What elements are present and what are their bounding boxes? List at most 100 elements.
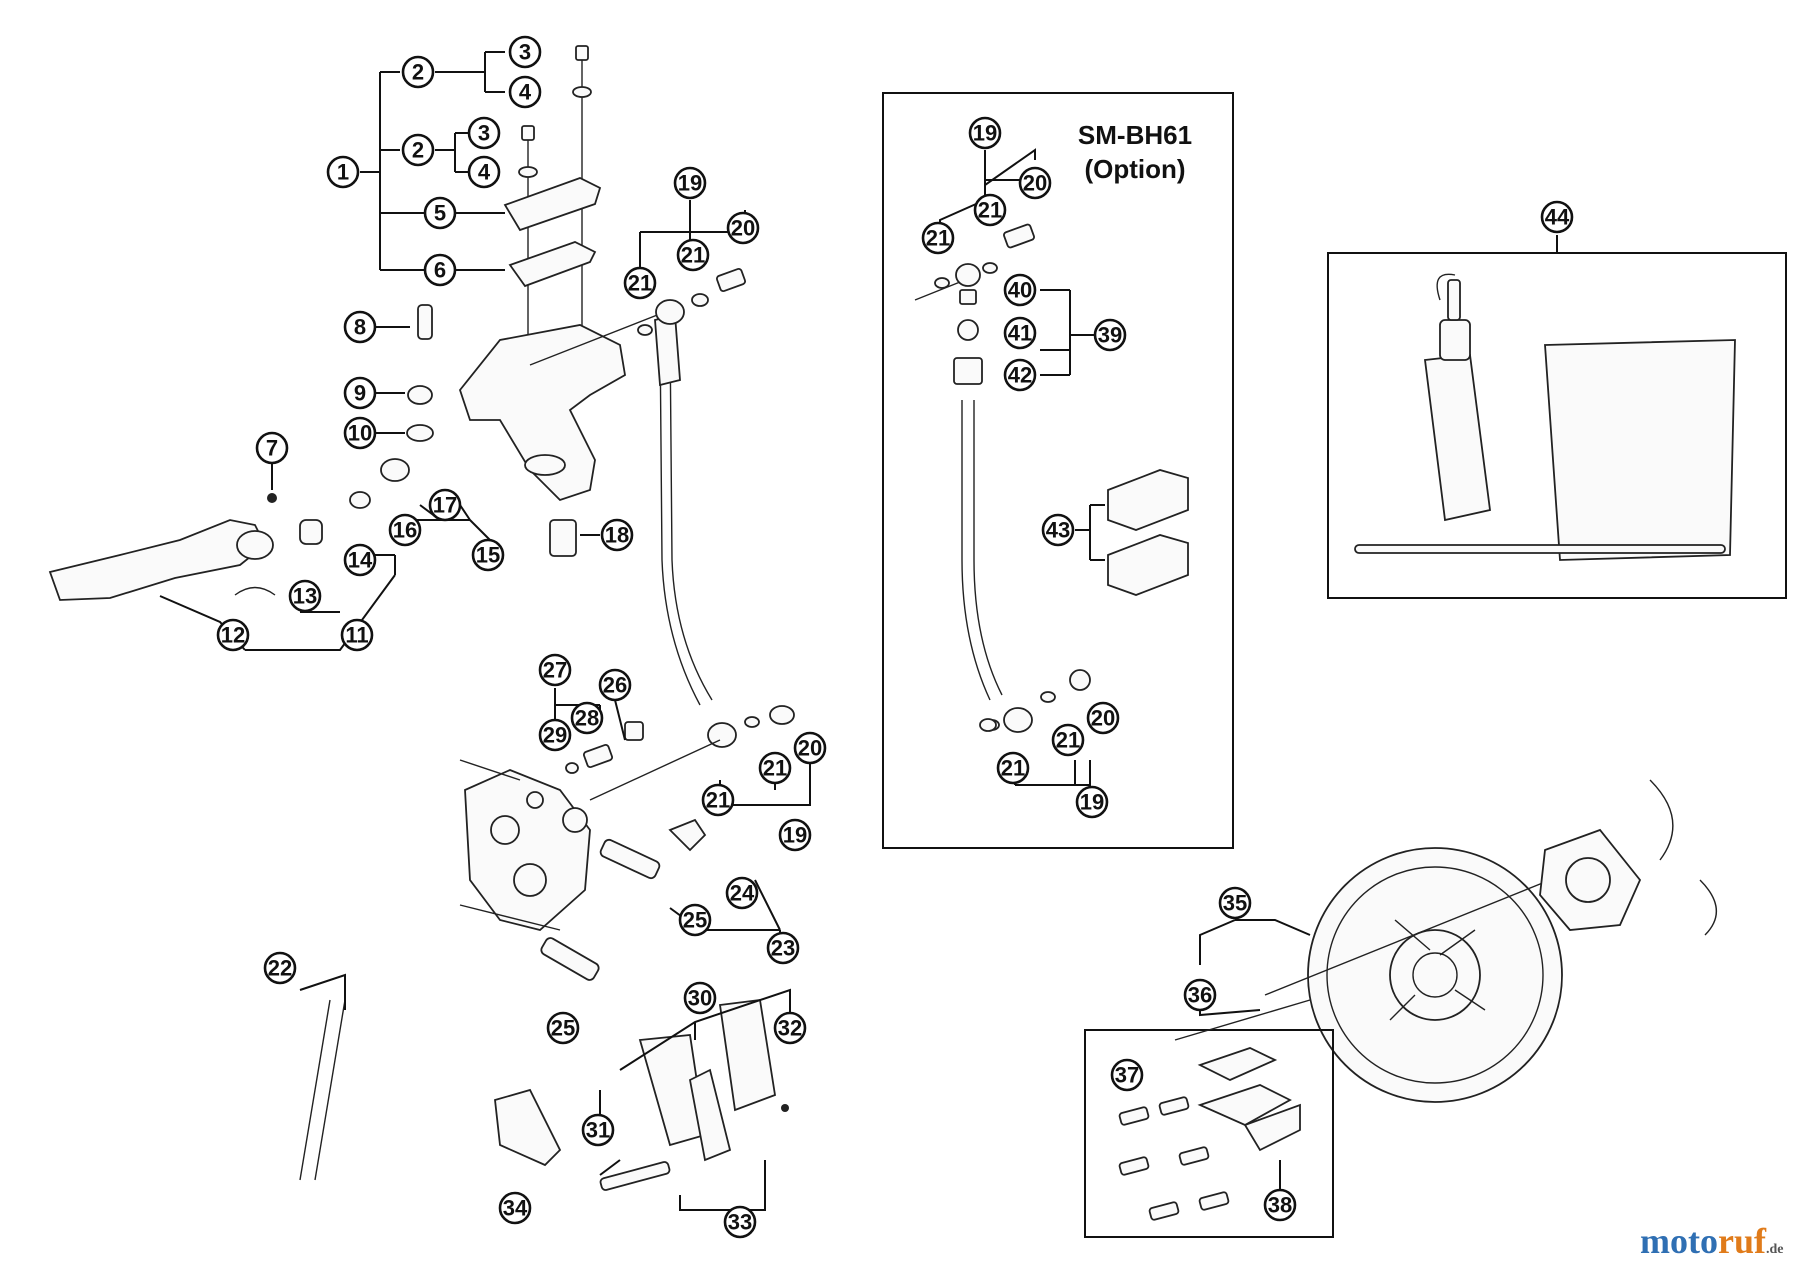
svg-text:30: 30 — [688, 986, 712, 1011]
bleed-kit-parts — [1354, 273, 1736, 561]
svg-text:33: 33 — [728, 1210, 752, 1235]
svg-text:20: 20 — [731, 216, 755, 241]
label-30: 30 — [683, 981, 717, 1015]
label-4a: 4 — [508, 75, 542, 109]
label-6: 6 — [423, 253, 457, 287]
lever-assembly-leader-lines — [159, 51, 600, 651]
svg-text:11: 11 — [345, 623, 368, 648]
label-13: 13 — [288, 579, 322, 613]
svg-text:19: 19 — [678, 171, 702, 196]
option-box — [882, 92, 1234, 849]
label-32: 32 — [773, 1011, 807, 1045]
svg-text:27: 27 — [543, 658, 567, 683]
svg-text:4: 4 — [478, 160, 491, 185]
svg-text:20: 20 — [798, 736, 822, 761]
label-25b: 25 — [546, 1011, 580, 1045]
svg-text:16: 16 — [393, 518, 417, 543]
svg-text:39: 39 — [1098, 323, 1122, 348]
lever-parts — [48, 45, 626, 601]
watermark-logo: motoruf.de — [1640, 1220, 1783, 1262]
label-2a: 2 — [401, 55, 435, 89]
svg-text:32: 32 — [778, 1016, 802, 1041]
label-28: 28 — [570, 701, 604, 735]
svg-text:21: 21 — [706, 788, 730, 813]
hose-leader-lines-19a — [639, 200, 746, 270]
svg-text:21: 21 — [926, 226, 950, 251]
svg-text:21: 21 — [628, 271, 652, 296]
svg-text:12: 12 — [221, 623, 245, 648]
label-21e: 21 — [973, 193, 1007, 227]
svg-text:1: 1 — [337, 160, 349, 185]
label-36: 36 — [1183, 978, 1217, 1012]
label-3a: 3 — [508, 35, 542, 69]
label-35: 35 — [1218, 886, 1252, 920]
option-box-parts — [914, 223, 1189, 733]
label-21g: 21 — [1051, 723, 1085, 757]
label-31: 31 — [581, 1113, 615, 1147]
label-23: 23 — [766, 931, 800, 965]
watermark-suffix: .de — [1765, 1242, 1784, 1257]
svg-text:3: 3 — [478, 121, 490, 146]
label-34: 34 — [498, 1191, 532, 1225]
label-15: 15 — [471, 538, 505, 572]
label-1: 1 — [326, 155, 360, 189]
svg-text:21: 21 — [681, 243, 705, 268]
svg-text:21: 21 — [978, 198, 1002, 223]
label-4b: 4 — [467, 155, 501, 189]
label-19c: 19 — [968, 116, 1002, 150]
brake-hose — [529, 267, 795, 748]
svg-text:41: 41 — [1008, 321, 1032, 346]
svg-text:40: 40 — [1008, 278, 1032, 303]
label-29: 29 — [538, 718, 572, 752]
svg-text:8: 8 — [354, 315, 366, 340]
svg-text:29: 29 — [543, 723, 567, 748]
svg-text:43: 43 — [1046, 518, 1070, 543]
label-26: 26 — [598, 668, 632, 702]
label-20b: 20 — [793, 731, 827, 765]
label-16: 16 — [388, 513, 422, 547]
svg-text:21: 21 — [1001, 756, 1025, 781]
label-21h: 21 — [996, 751, 1030, 785]
svg-text:24: 24 — [730, 881, 755, 906]
label-21b: 21 — [623, 266, 657, 300]
svg-text:2: 2 — [412, 60, 424, 85]
label-21f: 21 — [921, 221, 955, 255]
label-27: 27 — [538, 653, 572, 687]
svg-text:34: 34 — [503, 1196, 528, 1221]
svg-text:13: 13 — [293, 584, 317, 609]
svg-text:19: 19 — [783, 823, 807, 848]
option-box-title: SM-BH61 — [1078, 120, 1192, 150]
label-7: 7 — [255, 431, 289, 465]
watermark-part1: moto — [1640, 1221, 1718, 1261]
svg-text:28: 28 — [575, 706, 599, 731]
label-20c: 20 — [1018, 166, 1052, 200]
svg-text:36: 36 — [1188, 983, 1212, 1008]
svg-text:20: 20 — [1023, 171, 1047, 196]
svg-text:10: 10 — [348, 421, 372, 446]
label-38: 38 — [1263, 1188, 1297, 1222]
label-3b: 3 — [467, 116, 501, 150]
svg-text:18: 18 — [605, 523, 629, 548]
svg-text:31: 31 — [586, 1118, 610, 1143]
label-20a: 20 — [726, 211, 760, 245]
svg-text:2: 2 — [412, 138, 424, 163]
label-5: 5 — [423, 196, 457, 230]
label-10: 10 — [343, 416, 377, 450]
label-24: 24 — [725, 876, 759, 910]
caliper-parts — [299, 721, 789, 1191]
svg-text:44: 44 — [1545, 205, 1570, 230]
svg-text:3: 3 — [519, 40, 531, 65]
svg-text:23: 23 — [771, 936, 795, 961]
option-box-leader-lines — [939, 148, 1105, 786]
svg-text:17: 17 — [433, 493, 457, 518]
svg-text:25: 25 — [683, 908, 707, 933]
label-17: 17 — [428, 488, 462, 522]
label-21c: 21 — [758, 751, 792, 785]
label-18: 18 — [600, 518, 634, 552]
rotor-and-hub — [1264, 779, 1718, 1103]
label-11: 11 — [340, 618, 374, 652]
label-12: 12 — [216, 618, 250, 652]
svg-text:37: 37 — [1115, 1063, 1139, 1088]
label-42: 42 — [1003, 358, 1037, 392]
